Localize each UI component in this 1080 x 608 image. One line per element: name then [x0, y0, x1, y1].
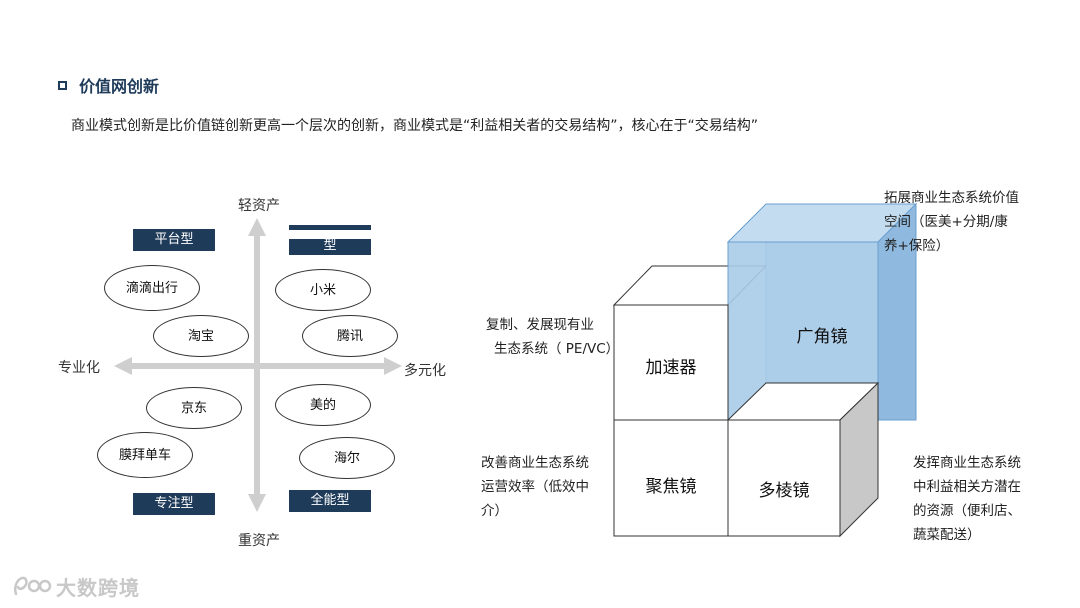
bottom-cubes: [613, 381, 880, 538]
page-title: 价值网创新: [79, 77, 160, 96]
note-wide-angle: 拓展商业生态系统价值 空间（医美+分期/康 养+保险）: [884, 186, 1054, 258]
quadrant-label-top-right: 型: [323, 238, 337, 253]
note-wide-angle-line: 空间（医美+分期/康: [884, 214, 1008, 230]
company-didi: 滴滴出行: [104, 265, 200, 311]
note-prism-line: 的资源（便利店、: [913, 503, 1021, 519]
note-focus: 改善商业生态系统 运营效率（低效中 介）: [481, 451, 611, 523]
cube-label-wide-angle: 广角镜: [796, 326, 848, 347]
note-focus-line: 介）: [481, 503, 508, 519]
cube-label-focus: 聚焦镜: [645, 476, 697, 497]
company-jingdong: 京东: [146, 387, 242, 429]
note-accelerator: 复制、发展现有业 生态系统（ PE/VC）: [486, 313, 626, 361]
wide-angle-cube: [726, 202, 918, 421]
note-accelerator-line: 生态系统（ PE/VC）: [494, 341, 620, 357]
axis-label-left: 专业化: [58, 360, 100, 376]
section-heading: 价值网创新: [58, 75, 160, 96]
note-wide-angle-line: 拓展商业生态系统价值: [884, 190, 1019, 206]
bullet-square-icon: [58, 80, 67, 90]
axis-arrow-down-icon: [248, 494, 266, 512]
company-mobike: 膜拜单车: [97, 432, 193, 478]
note-focus-line: 运营效率（低效中: [481, 479, 589, 495]
watermark: 大数跨境: [12, 572, 140, 601]
watermark-text: 大数跨境: [56, 576, 140, 600]
axis-label-top: 轻资产: [238, 198, 280, 214]
company-midea: 美的: [275, 384, 371, 426]
quadrant-label-platform: 平台型: [133, 229, 215, 251]
cube-label-accelerator: 加速器: [645, 357, 697, 378]
note-focus-line: 改善商业生态系统: [481, 455, 589, 471]
company-haier: 海尔: [299, 437, 395, 479]
note-accelerator-line: 复制、发展现有业: [486, 317, 594, 333]
quadrant-label-all-round: 全能型: [289, 490, 371, 512]
company-taobao: 淘宝: [153, 315, 249, 357]
company-tencent: 腾讯: [302, 315, 398, 357]
quadrant-label-focused: 专注型: [133, 493, 215, 515]
quadrant-label-top-right-box: 型: [289, 225, 371, 255]
note-wide-angle-line: 养+保险）: [884, 238, 950, 254]
axis-label-right: 多元化: [404, 363, 446, 379]
note-prism-line: 中利益相关方潜在: [913, 479, 1021, 495]
note-prism: 发挥商业生态系统 中利益相关方潜在 的资源（便利店、 蔬菜配送）: [913, 451, 1053, 547]
watermark-logo-icon: [14, 576, 52, 595]
note-prism-line: 蔬菜配送）: [913, 527, 981, 543]
company-xiaomi: 小米: [275, 269, 371, 311]
intro-text: 商业模式创新是比价值链创新更高一个层次的创新，商业模式是“利益相关者的交易结构”…: [71, 118, 759, 134]
cube-label-prism: 多棱镜: [758, 480, 810, 501]
axis-arrow-right-icon: [384, 357, 402, 375]
note-prism-line: 发挥商业生态系统: [913, 455, 1021, 471]
axis-label-bottom: 重资产: [238, 533, 280, 549]
axis-arrow-up-icon: [248, 218, 266, 236]
axis-arrow-left-icon: [114, 357, 132, 375]
